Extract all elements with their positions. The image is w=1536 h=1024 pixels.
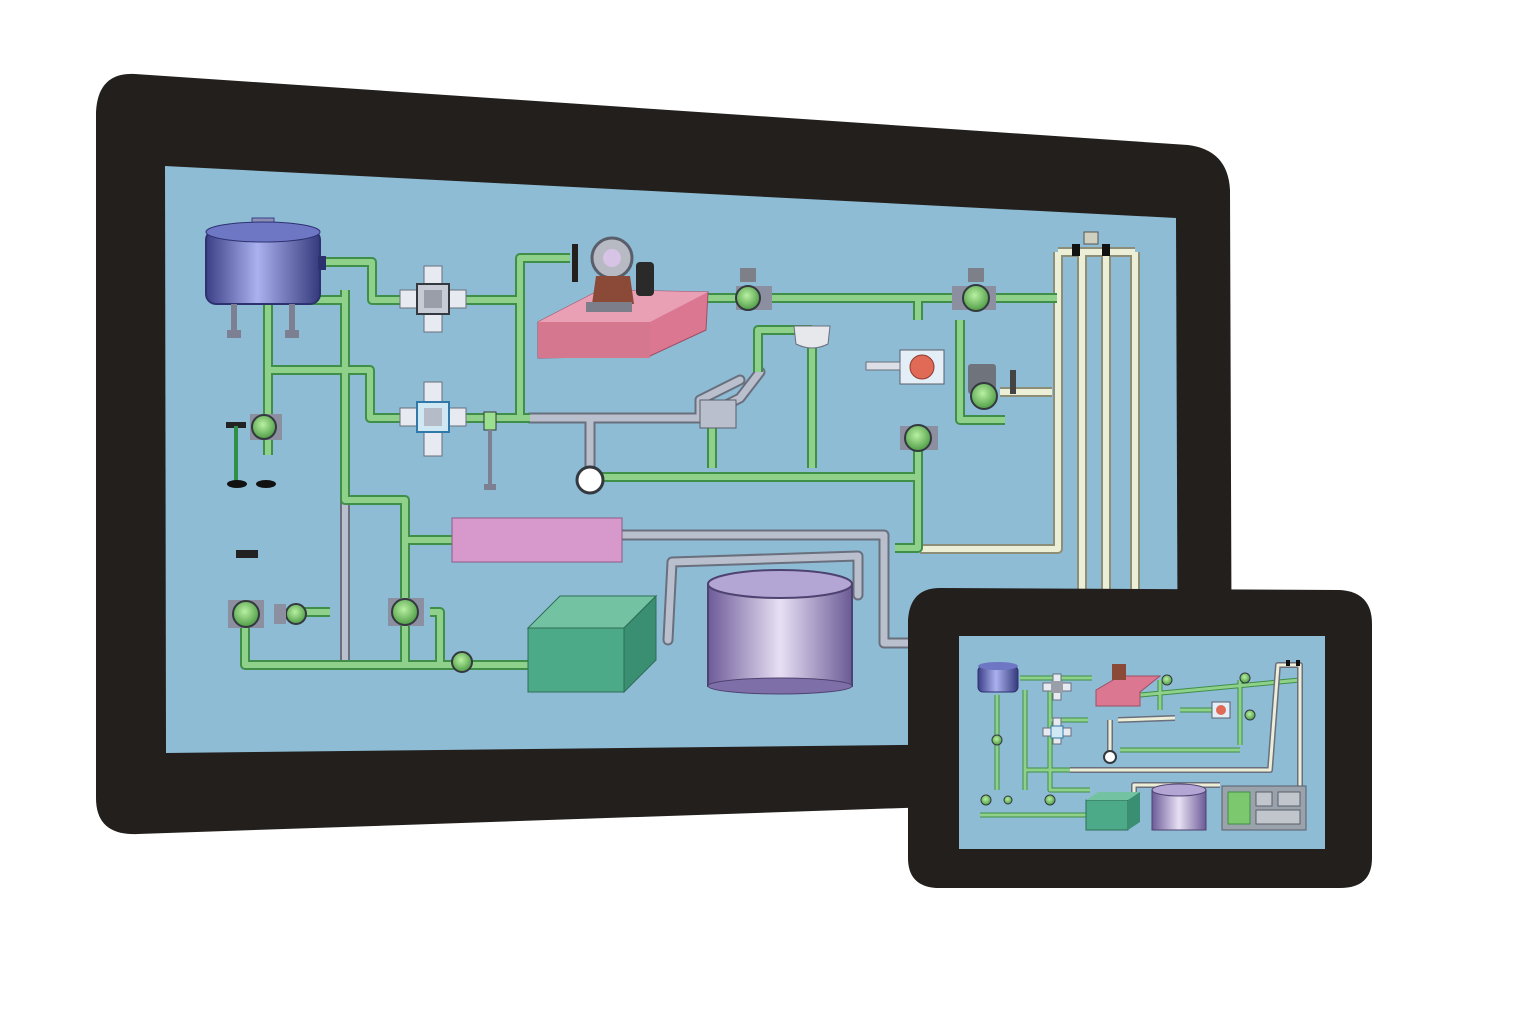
manifold-2-icon[interactable] — [399, 381, 467, 457]
pump-icon[interactable] — [572, 236, 654, 312]
storage-tank-icon[interactable] — [205, 217, 326, 338]
storage-tank-icon[interactable] — [977, 662, 1019, 693]
gauge-icon[interactable] — [1103, 750, 1117, 764]
valve-icon[interactable] — [388, 598, 473, 673]
valve-icon[interactable] — [900, 424, 938, 452]
cube-tank-icon[interactable] — [526, 594, 658, 694]
valve-icon[interactable] — [735, 268, 772, 311]
gate-valve-icon[interactable] — [483, 411, 497, 490]
valve-icon[interactable] — [968, 364, 1016, 410]
manifold-1-icon[interactable] — [399, 265, 467, 333]
cube-tank-icon[interactable] — [1085, 792, 1140, 831]
separator-icon[interactable] — [699, 325, 831, 429]
heat-exchanger-icon[interactable] — [1211, 701, 1231, 719]
open-vessel-icon[interactable] — [707, 569, 853, 695]
junction-marker-icon — [1286, 660, 1300, 666]
open-vessel-icon[interactable] — [1151, 783, 1207, 831]
valve-icon[interactable] — [226, 414, 282, 488]
heater-block-icon[interactable] — [1095, 664, 1162, 707]
gauge-icon[interactable] — [575, 465, 605, 495]
heat-exchanger-icon[interactable] — [865, 349, 945, 385]
control-cabinet-icon[interactable] — [1221, 785, 1307, 831]
small-panel — [908, 588, 1372, 888]
large-schematic — [205, 217, 1140, 695]
junction-marker-icon — [1072, 231, 1110, 256]
cross-manifold-icon[interactable] — [1042, 717, 1072, 745]
exchanger-bar-icon[interactable] — [451, 517, 623, 563]
valve-icon[interactable] — [952, 268, 996, 312]
small-schematic — [977, 660, 1307, 831]
valve-icon[interactable] — [980, 672, 1256, 806]
cross-manifold-icon[interactable] — [1042, 673, 1072, 701]
valve-icon[interactable] — [228, 550, 307, 628]
